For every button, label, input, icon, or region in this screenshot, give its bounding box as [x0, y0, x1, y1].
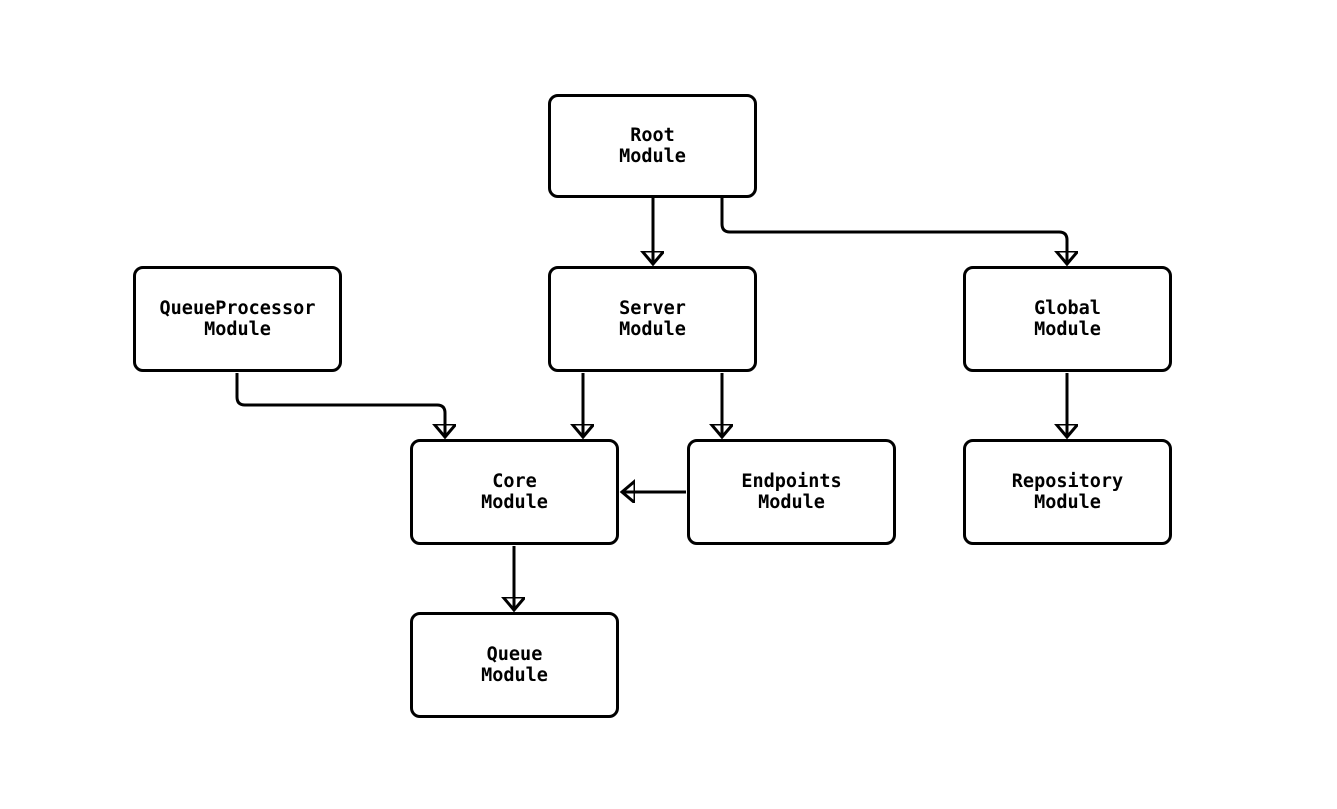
- node-server-module: Server Module: [548, 266, 757, 372]
- node-repository-module-label: Repository Module: [1011, 471, 1124, 513]
- node-core-module-label: Core Module: [481, 471, 548, 513]
- node-repository-module: Repository Module: [963, 439, 1172, 545]
- node-endpoints-module: Endpoints Module: [687, 439, 896, 545]
- edge-root-to-global: [720, 198, 1067, 264]
- node-queue-module-label: Queue Module: [481, 644, 548, 686]
- node-endpoints-module-label: Endpoints Module: [741, 471, 842, 513]
- node-server-module-label: Server Module: [619, 298, 686, 340]
- node-core-module: Core Module: [410, 439, 619, 545]
- node-global-module: Global Module: [963, 266, 1172, 372]
- node-queueprocessor-module-label: QueueProcessor Module: [159, 298, 316, 340]
- node-root-module: Root Module: [548, 94, 757, 198]
- node-queueprocessor-module: QueueProcessor Module: [133, 266, 342, 372]
- node-root-module-label: Root Module: [619, 125, 686, 167]
- node-queue-module: Queue Module: [410, 612, 619, 718]
- edge-queueprocessor-to-core: [235, 373, 445, 437]
- node-global-module-label: Global Module: [1034, 298, 1101, 340]
